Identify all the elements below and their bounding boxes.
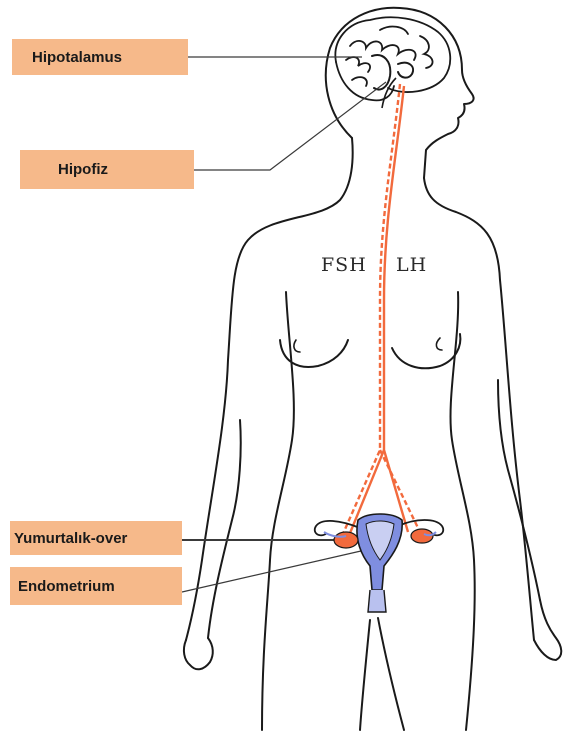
endometrium-text: Endometrium: [18, 578, 115, 595]
hipotalamus-text: Hipotalamus: [32, 49, 122, 66]
uterus-ovaries: [315, 514, 444, 612]
right-hand: [534, 600, 561, 660]
ovary-left: [334, 532, 358, 548]
over-text: Yumurtalık-over: [14, 530, 127, 547]
neck-shoulder-right: [424, 178, 534, 640]
cervix: [368, 590, 386, 612]
torso-left: [262, 292, 294, 730]
brain: [335, 17, 450, 100]
left-hand: [184, 638, 213, 669]
inner-leg-left: [360, 620, 370, 730]
lh-hormone-label: LH: [396, 254, 427, 276]
endometrium-leader: [182, 548, 374, 592]
endometrium-label: Endometrium: [10, 567, 182, 605]
hormone-pathways: [342, 84, 420, 538]
hipofiz-text: Hipofiz: [58, 161, 108, 178]
hypothalamus-region: [398, 63, 413, 78]
hipofiz-label: Hipofiz: [20, 150, 194, 189]
inner-leg-right: [378, 618, 404, 730]
over-label: Yumurtalık-over: [10, 521, 182, 555]
ear: [372, 55, 390, 89]
torso-right: [450, 292, 474, 730]
breast-right: [392, 334, 460, 368]
hipotalamus-label: Hipotalamus: [12, 39, 188, 75]
fsh-hormone-label: FSH: [321, 254, 367, 276]
fsh-path: [342, 84, 400, 536]
